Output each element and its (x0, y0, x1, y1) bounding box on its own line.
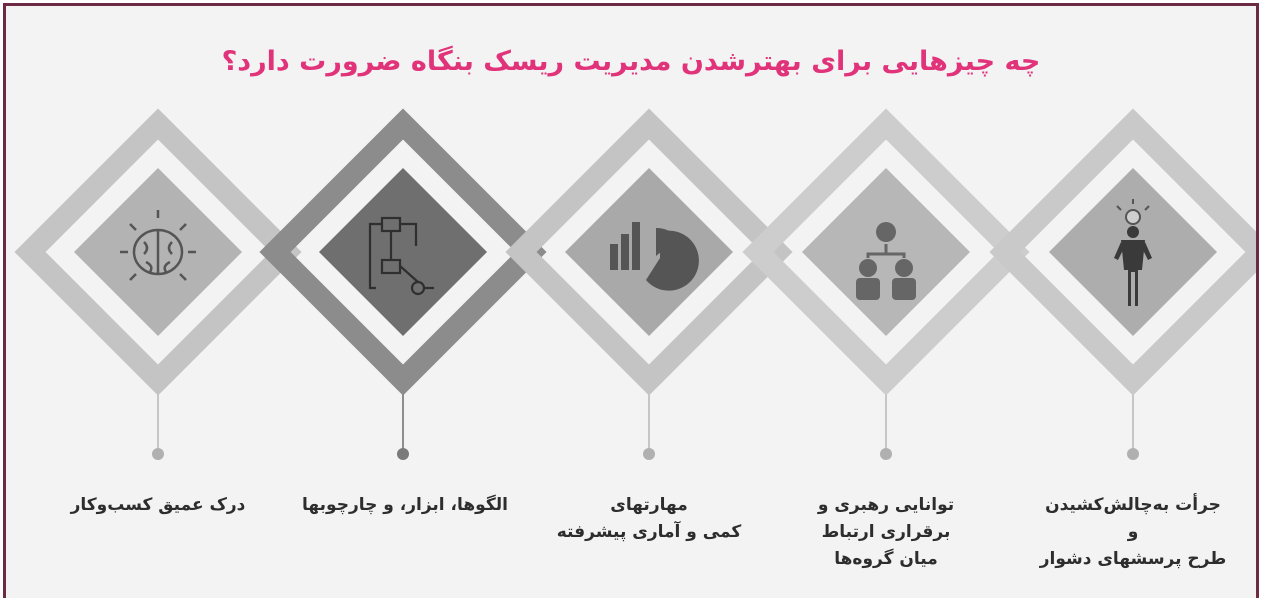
infographic-frame: چه چیزهایی برای بهترشدن مدیریت ریسک بنگا… (3, 3, 1259, 598)
flowchart-icon (368, 216, 434, 296)
lightbulb-person-icon (1114, 199, 1152, 306)
label-courage-to-challenge: جرأت به‌چالش‌کشیدن و طرح پرسشهای دشوار (1039, 495, 1227, 569)
pie-chart-icon (610, 222, 699, 291)
connector-dot (880, 448, 892, 460)
label-leadership-communication: توانایی رهبری و برقراری ارتباط میان گروه… (817, 495, 955, 569)
page-title: چه چیزهایی برای بهترشدن مدیریت ریسک بنگا… (221, 46, 1041, 77)
team-hierarchy-icon (856, 222, 916, 300)
connector-dot (1127, 448, 1139, 460)
label-deep-business-understanding: درک عمیق کسب‌وکار (70, 495, 246, 515)
label-quantitative-skills: مهارتهای کمی و آماری پیشرفته (556, 495, 742, 542)
diamond-2 (259, 108, 547, 396)
connector-dot (397, 448, 409, 460)
label-patterns-tools-frameworks: الگوها، ابزار، و چارچوبها (302, 495, 508, 515)
connectors (152, 384, 1139, 460)
diamond-chain-diagram (14, 108, 1256, 460)
diamond-3 (505, 108, 793, 396)
connector-dot (643, 448, 655, 460)
brain-icon (120, 210, 196, 281)
connector-dot (152, 448, 164, 460)
